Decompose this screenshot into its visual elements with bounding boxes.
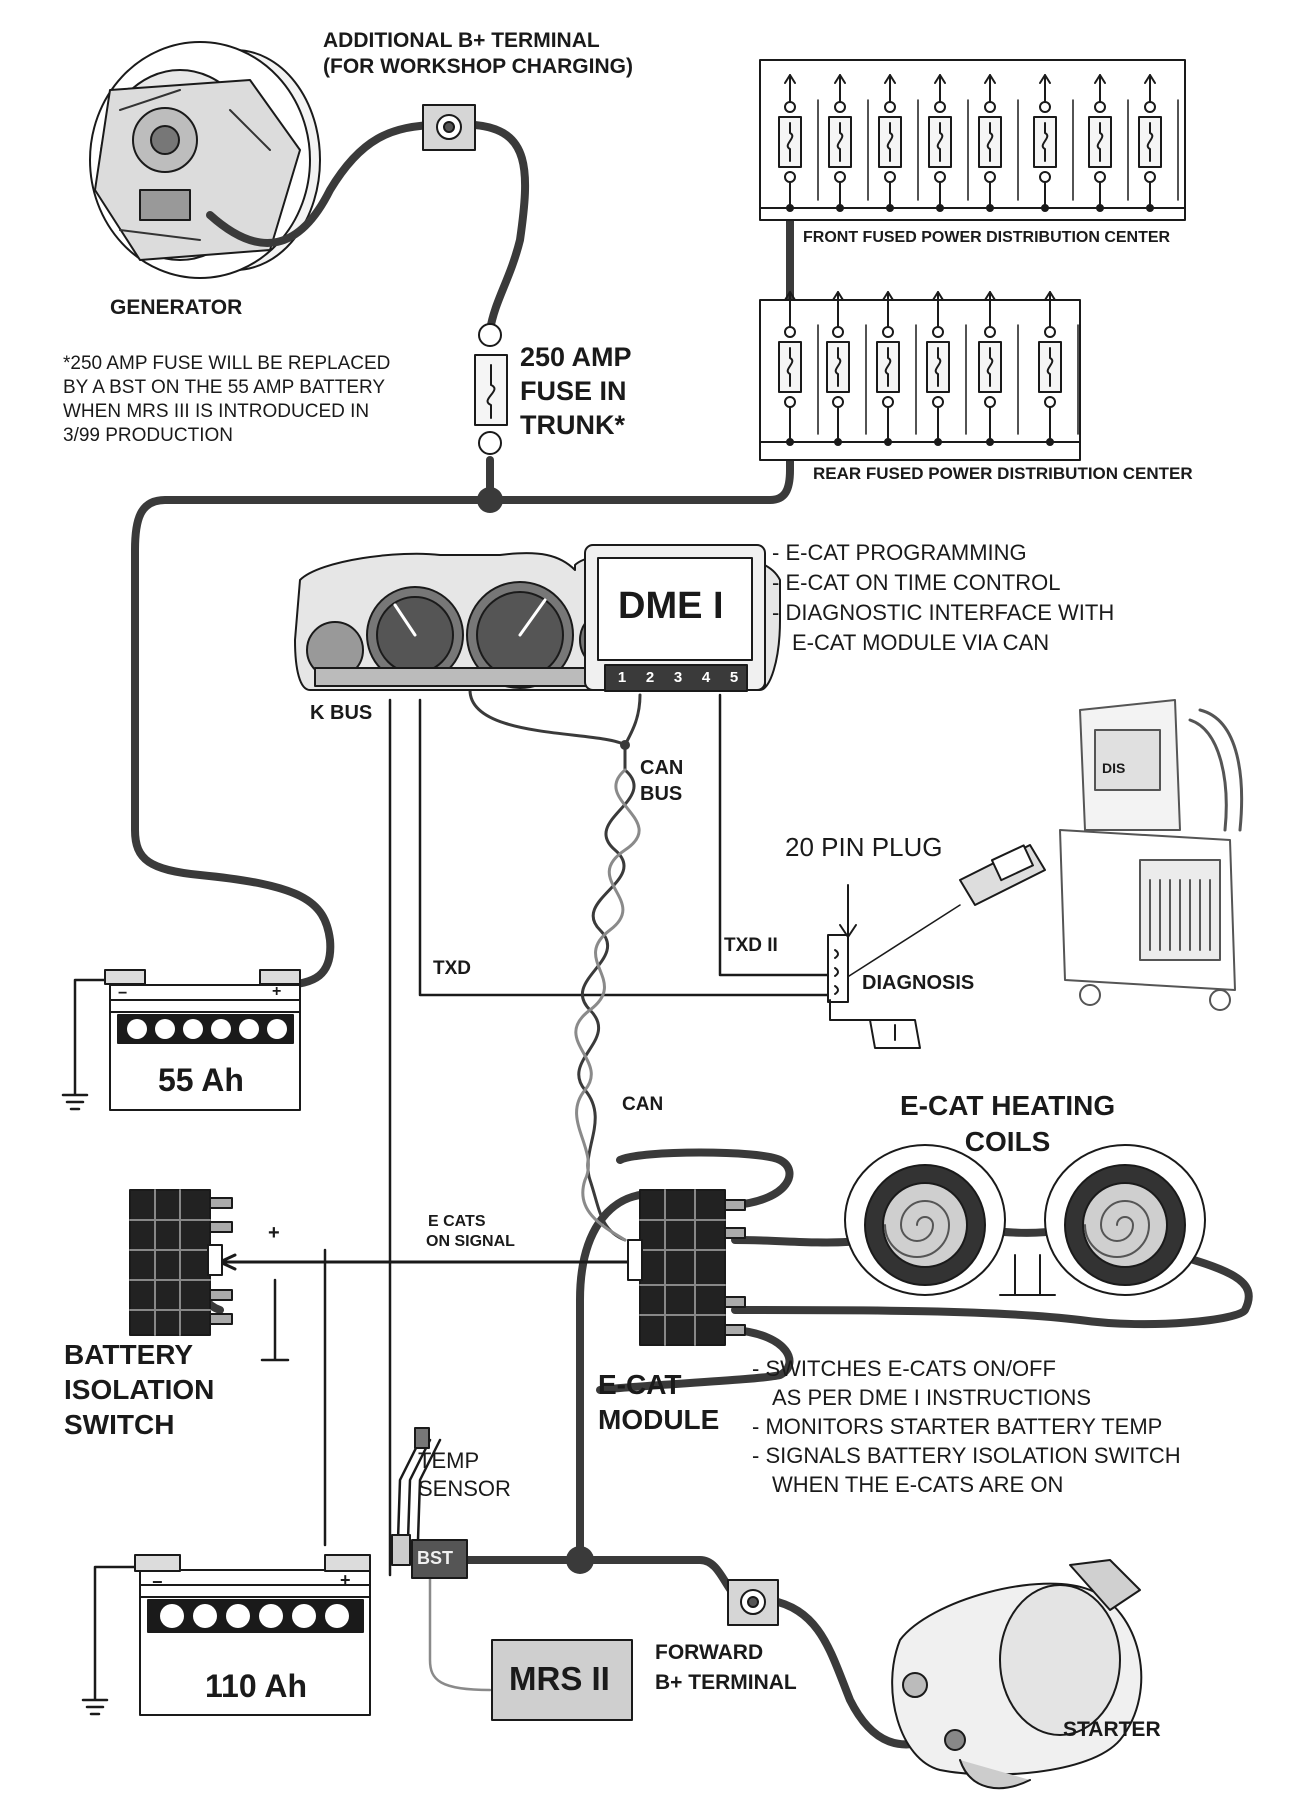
fuse-250-label: 250 AMP FUSE IN TRUNK* [520, 340, 632, 442]
ecat-coils-label: E-CAT HEATING COILS [900, 1088, 1115, 1160]
isolation-switch-line: ISOLATION [64, 1374, 215, 1405]
fuse-note-line: WHEN MRS III IS INTRODUCED IN [63, 401, 370, 422]
battery-55-plus: + [272, 983, 282, 1000]
battery-55-label: 55 Ah [158, 1062, 244, 1098]
dme-pins: 1 2 3 4 5 [608, 669, 748, 686]
isolation-switch-line: SWITCH [64, 1409, 175, 1440]
dme-note: E-CAT ON TIME CONTROL [772, 568, 1114, 598]
rear-pdc-illustration [759, 291, 1081, 461]
ecat-module-note: MONITORS STARTER BATTERY TEMP [752, 1412, 1181, 1441]
kbus-label: K BUS [310, 702, 373, 724]
dme-pin: 5 [729, 669, 739, 686]
can-bus-label: CAN BUS [640, 755, 683, 807]
ecat-module-notes: SWITCHES E-CATS ON/OFF AS PER DME I INST… [752, 1354, 1181, 1499]
ecat-module-label: E-CAT MODULE [598, 1367, 719, 1437]
fuse-250-line: TRUNK* [520, 410, 625, 440]
ecat-module-note: SWITCHES E-CATS ON/OFF [752, 1354, 1181, 1383]
ecat-module-note: WHEN THE E-CATS ARE ON [772, 1472, 1064, 1497]
additional-terminal-line: (FOR WORKSHOP CHARGING) [323, 55, 633, 78]
dis-screen-label: DIS [1102, 760, 1126, 776]
dme-note: DIAGNOSTIC INTERFACE WITH [772, 598, 1114, 628]
battery-55-illustration [104, 969, 301, 1111]
battery-55-minus: − [118, 985, 128, 1002]
starter-illustration [891, 1559, 1143, 1790]
mrs-label: MRS II [509, 1660, 610, 1697]
fuse-250-icon [474, 323, 508, 455]
fuse-250-line: 250 AMP [520, 342, 632, 372]
diagnosis-plug-illustration [827, 884, 921, 1049]
dme-pin: 2 [645, 669, 655, 686]
ecat-coils-line: COILS [964, 1126, 1051, 1157]
can-bus-twisted-pair [468, 688, 642, 1242]
ecat-module-line: E-CAT [598, 1369, 682, 1400]
dme-note: E-CAT PROGRAMMING [772, 538, 1114, 568]
fuse-note: *250 AMP FUSE WILL BE REPLACED BY A BST … [63, 352, 390, 448]
plug-20pin-label: 20 PIN PLUG [785, 832, 943, 862]
bst-box [411, 1539, 468, 1579]
ecat-module-note: SIGNALS BATTERY ISOLATION SWITCH [752, 1441, 1180, 1470]
temp-sensor-line: SENSOR [418, 1476, 511, 1501]
signal-wires [61, 693, 961, 1716]
isolation-switch-illustration [129, 1189, 233, 1336]
forward-terminal-line: FORWARD [655, 1641, 764, 1664]
ecat-module-illustration [627, 1189, 746, 1346]
dme-notes: E-CAT PROGRAMMING E-CAT ON TIME CONTROL … [772, 538, 1114, 658]
ecat-module-line: MODULE [598, 1404, 720, 1435]
dme-note: E-CAT MODULE VIA CAN [792, 630, 1050, 655]
fuse-note-line: BY A BST ON THE 55 AMP BATTERY [63, 377, 386, 398]
temp-sensor-line: TEMP [418, 1448, 480, 1473]
dme-title: DME I [618, 585, 724, 627]
ecats-signal-line: E CATS [428, 1213, 486, 1230]
isolation-plus: + [268, 1222, 280, 1244]
additional-terminal-label: ADDITIONAL B+ TERMINAL (FOR WORKSHOP CHA… [323, 28, 633, 80]
diagnosis-label: DIAGNOSIS [862, 972, 975, 994]
ecat-coils-illustration [844, 1144, 1206, 1296]
starter-label: STARTER [1063, 1718, 1161, 1741]
front-pdc-label: FRONT FUSED POWER DISTRIBUTION CENTER [803, 229, 1171, 246]
dis-tester-illustration [959, 699, 1244, 1011]
battery-110-illustration [134, 1554, 371, 1716]
isolation-switch-line: BATTERY [64, 1339, 194, 1370]
forward-terminal-label: FORWARD B+ TERMINAL [655, 1638, 797, 1698]
ecats-signal-line: ON SIGNAL [426, 1233, 515, 1250]
can-label: CAN [622, 1094, 664, 1115]
can-bus-line: BUS [640, 783, 683, 805]
battery-110-label: 110 Ah [205, 1668, 307, 1704]
dme-pin: 3 [673, 669, 683, 686]
additional-terminal-icon [422, 104, 476, 151]
front-pdc-illustration [759, 59, 1186, 221]
forward-terminal-icon [727, 1579, 779, 1626]
dme-module-illustration [584, 544, 766, 692]
txd-ii-label: TXD II [724, 935, 778, 956]
ecat-coils-line: E-CAT HEATING [900, 1090, 1116, 1121]
additional-terminal-line: ADDITIONAL B+ TERMINAL [323, 29, 600, 52]
rear-pdc-label: REAR FUSED POWER DISTRIBUTION CENTER [813, 464, 1193, 483]
bst-label: BST [417, 1548, 453, 1568]
forward-terminal-line: B+ TERMINAL [655, 1671, 797, 1694]
ecats-signal-label: E CATS ON SIGNAL [426, 1212, 515, 1252]
temp-sensor-icon [391, 1427, 430, 1566]
battery-110-plus: + [340, 1570, 351, 1590]
isolation-switch-label: BATTERY ISOLATION SWITCH [64, 1337, 214, 1442]
txd-label: TXD [433, 958, 471, 979]
fuse-note-line: 3/99 PRODUCTION [63, 425, 233, 446]
can-bus-line: CAN [640, 757, 684, 779]
temp-sensor-label: TEMP SENSOR [418, 1447, 511, 1503]
fuse-note-line: *250 AMP FUSE WILL BE REPLACED [63, 353, 391, 374]
dme-pin: 4 [701, 669, 711, 686]
battery-110-minus: − [152, 1572, 163, 1592]
fuse-250-line: FUSE IN [520, 376, 627, 406]
dme-pin: 1 [617, 669, 627, 686]
generator-illustration [89, 41, 321, 279]
ecat-module-note: AS PER DME I INSTRUCTIONS [772, 1385, 1092, 1410]
generator-label: GENERATOR [110, 296, 243, 319]
mrs-box [491, 1639, 633, 1721]
